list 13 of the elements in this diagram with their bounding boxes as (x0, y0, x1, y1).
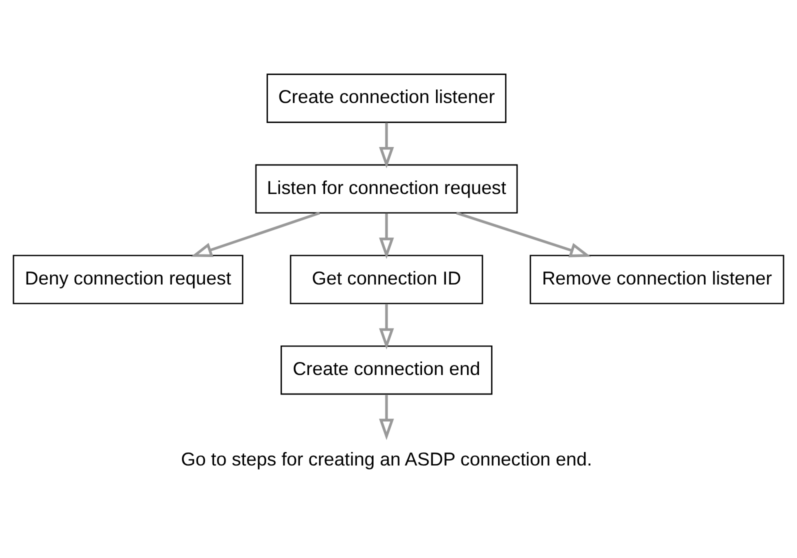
arrow (379, 212, 394, 258)
arrow (379, 394, 394, 440)
arrow (190, 211, 320, 256)
node-box: Listen for connection request (255, 164, 518, 214)
node-box: Remove connection listener (530, 254, 784, 304)
node-text: Go to steps for creating an ASDP connection end. (180, 448, 592, 470)
node-box: Create connection end (280, 344, 492, 394)
arrow (379, 122, 394, 168)
node-box: Deny connection request (12, 254, 244, 304)
node-box: Get connection ID (290, 254, 484, 304)
arrow (456, 211, 592, 257)
arrow (379, 303, 394, 350)
node-box: Create connection listener (266, 73, 506, 122)
